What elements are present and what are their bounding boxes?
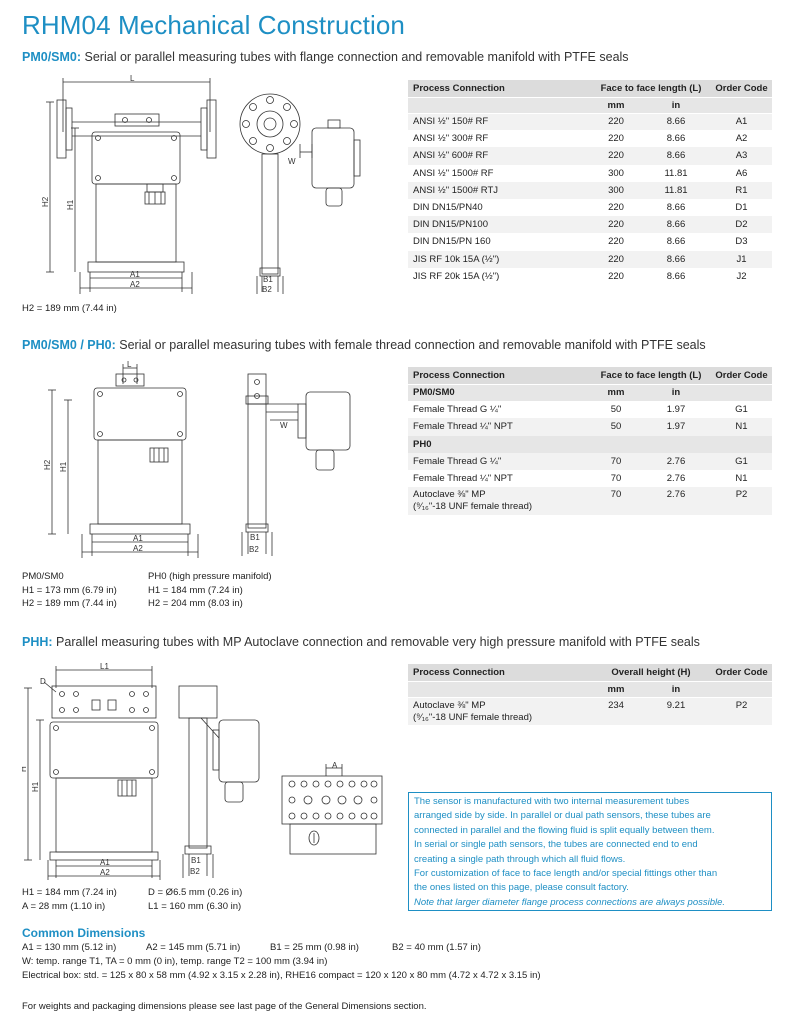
drawing-pm0-front: L H2 H1 A1 A2 xyxy=(30,72,230,297)
drawing-ph0-side: W B1 B2 xyxy=(236,368,366,560)
dim-l-label: L xyxy=(130,74,135,83)
dim-b1-label-2: B1 xyxy=(250,533,260,542)
dim-h2-label-2: H2 xyxy=(43,459,52,470)
common-dimensions-line-1: A1 = 130 mm (5.12 in)A2 = 145 mm (5.71 i… xyxy=(22,942,481,953)
table-flange-connections: Process Connection Face to face length (… xyxy=(408,80,772,285)
common-dimensions-line-3: Electrical box: std. = 125 x 80 x 58 mm … xyxy=(22,970,541,981)
table-thread-connections: Process Connection Face to face length (… xyxy=(408,367,772,516)
dim-d-label: D xyxy=(40,677,46,686)
table-autoclave-connection: Process Connection Overall height (H) Or… xyxy=(408,664,772,725)
dim-l1-label: L1 xyxy=(100,662,109,671)
section-1-lead: PM0/SM0: xyxy=(22,50,82,64)
info-box: The sensor is manufactured with two inte… xyxy=(408,792,772,911)
section-1-note: H2 = 189 mm (7.44 in) xyxy=(22,303,117,314)
dim-h1-label-2: H1 xyxy=(59,461,68,472)
th-order-code: Order Code xyxy=(711,80,772,98)
th-process-connection: Process Connection xyxy=(408,80,591,98)
th-face-to-face: Face to face length (L) xyxy=(591,80,711,98)
dim-a2-label: A2 xyxy=(130,280,140,289)
th-unit-in: in xyxy=(641,97,711,114)
dim-h-label: H xyxy=(22,766,28,772)
dim-h2-label: H2 xyxy=(41,196,50,207)
section-3-text: Parallel measuring tubes with MP Autocla… xyxy=(52,635,700,649)
section-1-text: Serial or parallel measuring tubes with … xyxy=(81,50,629,64)
drawing-ph0-front: L H2 H1 A1 A2 xyxy=(40,360,210,560)
dim-b2-label-2: B2 xyxy=(249,545,259,554)
dim-b2-label: B2 xyxy=(262,285,272,294)
section-3-lead: PHH: xyxy=(22,635,53,649)
dim-w-label: W xyxy=(288,157,296,166)
drawing-pm0-side: W B1 B2 xyxy=(232,84,382,296)
page-title: RHM04 Mechanical Construction xyxy=(22,10,405,40)
drawing-phh-top: A xyxy=(278,760,388,860)
section-3-notes-right: D = Ø6.5 mm (0.26 in) L1 = 160 mm (6.30 … xyxy=(148,887,243,912)
section-1-heading: PM0/SM0: Serial or parallel measuring tu… xyxy=(22,50,629,64)
section-3-notes-left: H1 = 184 mm (7.24 in) A = 28 mm (1.10 in… xyxy=(22,887,117,912)
dim-l-label-2: L xyxy=(127,360,132,369)
dim-a-label: A xyxy=(332,761,338,770)
common-dimensions-line-2: W: temp. range T1, TA = 0 mm (0 in), tem… xyxy=(22,956,328,967)
table-row: Autoclave ⅜" MP(⁹⁄₁₆"-18 UNF female thre… xyxy=(408,697,772,725)
dim-a1-label-3: A1 xyxy=(100,858,110,867)
dim-a1-label: A1 xyxy=(130,270,140,279)
info-box-note: Note that larger diameter flange process… xyxy=(414,896,726,908)
drawing-phh-front: L1 D H H1 A1 A2 xyxy=(22,660,192,882)
dim-a2-label-3: A2 xyxy=(100,868,110,877)
dim-h1-label-3: H1 xyxy=(31,781,40,792)
drawing-phh-side: B1 B2 xyxy=(175,678,275,882)
section-2-heading: PM0/SM0 / PH0: Serial or parallel measur… xyxy=(22,338,706,352)
section-2-text: Serial or parallel measuring tubes with … xyxy=(115,338,706,352)
dim-b1-label: B1 xyxy=(263,275,273,284)
section-3-heading: PHH: Parallel measuring tubes with MP Au… xyxy=(22,635,700,649)
dim-a1-label-2: A1 xyxy=(133,534,143,543)
section-2-lead: PM0/SM0 / PH0: xyxy=(22,338,116,352)
dim-h1-label: H1 xyxy=(66,199,75,210)
dim-a2-label-2: A2 xyxy=(133,544,143,553)
table-row: Autoclave ⅜" MP(⁹⁄₁₆"-18 UNF female thre… xyxy=(408,487,772,516)
section-2-notes-right: PH0 (high pressure manifold) H1 = 184 mm… xyxy=(148,571,272,609)
table-group-row: PH0 xyxy=(408,435,772,453)
footer-note: For weights and packaging dimensions ple… xyxy=(22,1001,427,1012)
dim-w-label-2: W xyxy=(280,421,288,430)
common-dimensions-heading: Common Dimensions xyxy=(22,926,146,940)
th-unit-mm: mm xyxy=(591,97,641,114)
dim-b1-label-3: B1 xyxy=(191,856,201,865)
section-2-notes-left: PM0/SM0 H1 = 173 mm (6.79 in) H2 = 189 m… xyxy=(22,571,117,609)
dim-b2-label-3: B2 xyxy=(190,867,200,876)
